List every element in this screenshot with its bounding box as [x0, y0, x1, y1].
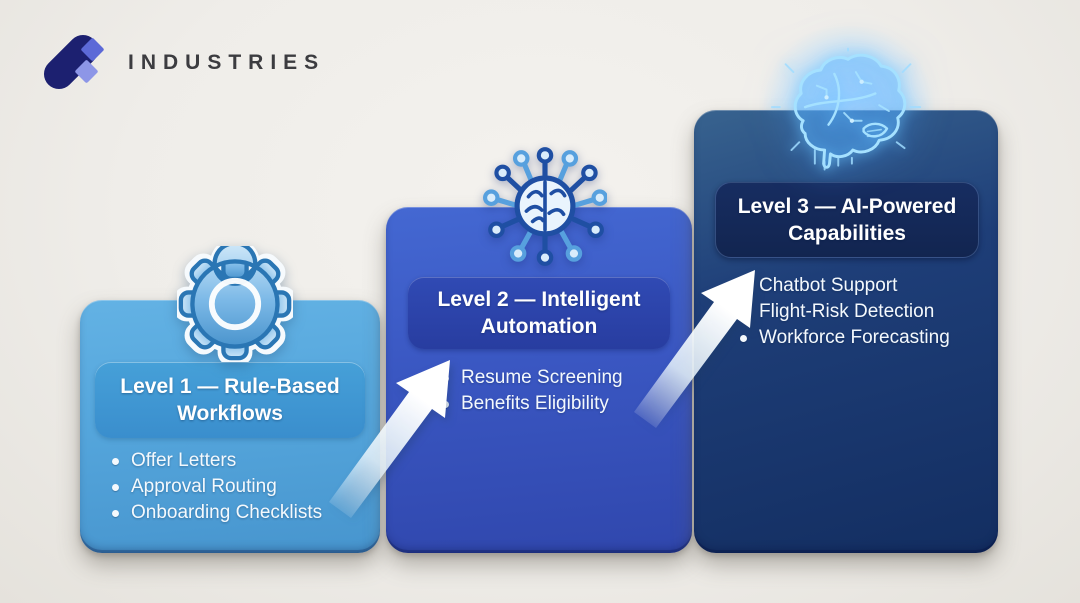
bullet-item: Workforce Forecasting	[740, 325, 950, 351]
bullet-item: Offer Letters	[112, 448, 322, 474]
level-3-title-line2: Capabilities	[788, 222, 906, 245]
level-1-title-line2: Workflows	[177, 402, 283, 425]
bullet-item: Approval Routing	[112, 474, 322, 500]
bullet-dot-icon	[112, 457, 119, 465]
bullet-item: Onboarding Checklists	[112, 500, 322, 526]
level-3-header: Level 3 — AI-Powered Capabilities	[715, 182, 979, 258]
brand-logo-mark-icon	[37, 28, 114, 96]
bullet-item: Chatbot Support	[740, 273, 950, 299]
level-2-title-line2: Automation	[480, 315, 598, 338]
level-2-header: Level 2 — Intelligent Automation	[408, 277, 670, 349]
level-1-header: Level 1 — Rule-Based Workflows	[95, 362, 365, 438]
level-3-title-line1: Level 3 — AI-Powered	[737, 195, 957, 218]
level-3-card: Level 3 — AI-Powered Capabilities Chatbo…	[694, 110, 998, 553]
gear-icon	[177, 246, 293, 362]
bullet-item: Benefits Eligibility	[442, 391, 623, 417]
arrow-level2-to-level3-icon	[634, 270, 755, 428]
glowing-brain-icon	[770, 47, 922, 171]
bullet-item: Flight-Risk Detection	[740, 299, 950, 325]
brand-name: INDUSTRIES	[128, 51, 326, 74]
bullet-dot-icon	[740, 334, 747, 342]
level-2-bullet-list: Resume Screening Benefits Eligibility	[442, 365, 623, 417]
bullet-dot-icon	[112, 509, 119, 517]
level-2-title-line1: Level 2 — Intelligent	[437, 288, 641, 311]
level-1-bullet-list: Offer Letters Approval Routing Onboardin…	[112, 448, 322, 526]
bullet-item: Resume Screening	[442, 365, 623, 391]
bullet-dot-icon	[112, 483, 119, 491]
level-1-title-line1: Level 1 — Rule-Based	[120, 375, 340, 398]
brand-logo: INDUSTRIES	[37, 28, 372, 96]
circuit-brain-icon	[483, 147, 607, 266]
level-3-bullet-list: Chatbot Support Flight-Risk Detection Wo…	[740, 273, 950, 351]
arrow-level1-to-level2-icon	[329, 360, 450, 518]
